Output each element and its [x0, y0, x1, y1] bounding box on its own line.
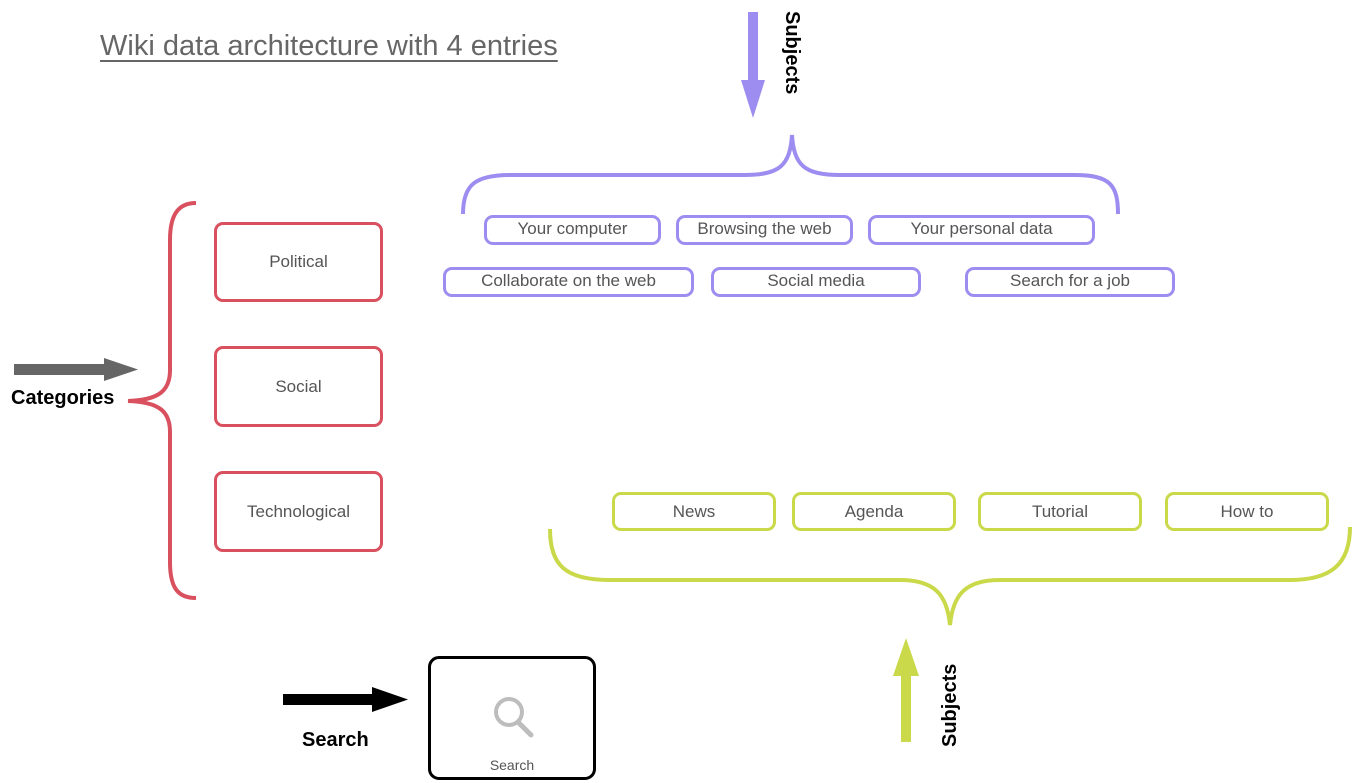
subjects-bottom-brace: [548, 526, 1352, 626]
categories-label: Categories: [11, 387, 115, 409]
subject-tutorial[interactable]: Tutorial: [978, 492, 1142, 531]
subject-how-to[interactable]: How to: [1165, 492, 1329, 531]
diagram-title: Wiki data architecture with 4 entries: [100, 30, 558, 62]
subjects-top-arrow: [741, 12, 765, 118]
subject-agenda[interactable]: Agenda: [792, 492, 956, 531]
search-arrow: [283, 687, 408, 712]
categories-brace: [127, 201, 197, 600]
category-technological[interactable]: Technological: [214, 471, 383, 552]
search-box-caption: Search: [489, 757, 535, 773]
subject-your-computer[interactable]: Your computer: [484, 215, 661, 245]
subjects-top-brace: [461, 134, 1120, 215]
category-political[interactable]: Political: [214, 222, 383, 302]
category-social[interactable]: Social: [214, 346, 383, 427]
search-label: Search: [302, 729, 369, 751]
subject-collaborate-on-the-web[interactable]: Collaborate on the web: [443, 267, 694, 297]
categories-arrow: [14, 358, 138, 381]
subject-social-media[interactable]: Social media: [711, 267, 921, 297]
magnifier-icon: [494, 697, 534, 738]
subjects-top-label: Subjects: [781, 11, 803, 95]
subjects-bottom-arrow: [893, 638, 919, 742]
subjects-bottom-label: Subjects: [939, 663, 961, 747]
subject-your-personal-data[interactable]: Your personal data: [868, 215, 1095, 245]
subject-browsing-the-web[interactable]: Browsing the web: [676, 215, 853, 245]
subject-news[interactable]: News: [612, 492, 776, 531]
search-box[interactable]: Search: [428, 656, 596, 780]
subject-search-for-a-job[interactable]: Search for a job: [965, 267, 1175, 297]
